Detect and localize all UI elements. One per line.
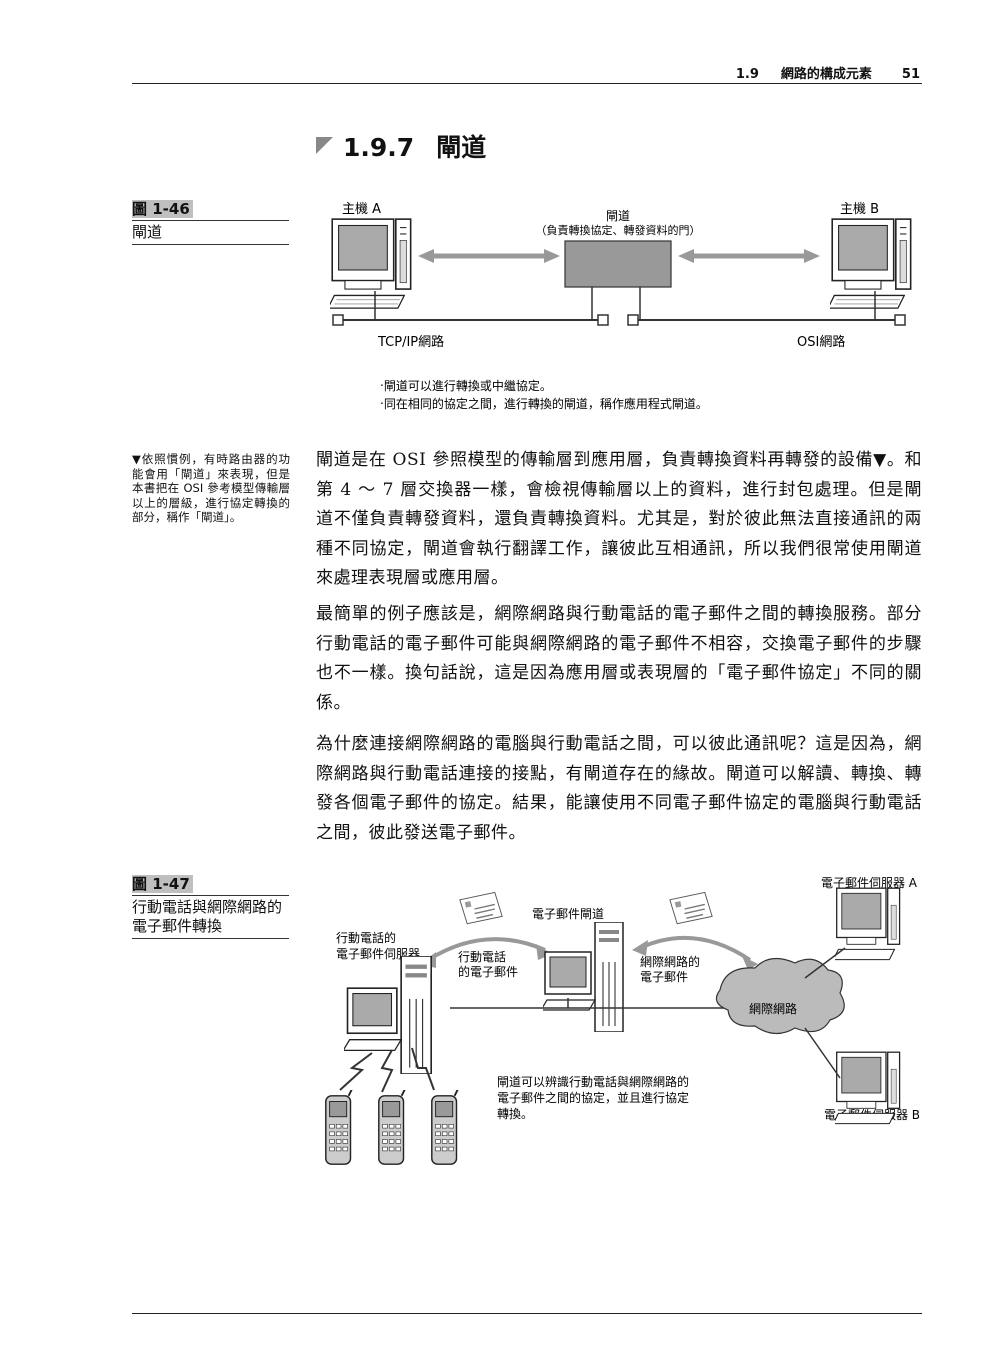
curved-arrow-head [742, 956, 758, 970]
mail-gateway-label: 電子郵件閘道 [532, 907, 604, 921]
running-head: 1.9 網路的構成元素 51 [720, 63, 920, 82]
figure-47-number: 圖 1-47 [132, 875, 193, 893]
host-a-computer-icon [330, 218, 412, 309]
figure-46-number: 圖 1-46 [132, 200, 193, 218]
tcpip-network-line [332, 287, 609, 326]
header-rule [132, 83, 922, 84]
mobile-phone-icon [377, 1090, 409, 1166]
gateway-box [564, 240, 672, 288]
header-section-number: 1.9 [735, 67, 759, 82]
caption-divider [132, 895, 289, 896]
caption-bottom-rule [132, 938, 289, 939]
server-b-computer-icon [835, 1051, 901, 1125]
envelope-icon-right [669, 891, 713, 925]
link-to-server-b [804, 1027, 841, 1079]
mobile-server-label-line-2: 電子郵件伺服器 [336, 947, 420, 961]
curved-arrow-internet [639, 935, 752, 962]
internet-label: 網際網路 [749, 1001, 797, 1016]
caption-bottom-rule [132, 244, 289, 245]
figure-46-title: 閘道 [132, 223, 163, 241]
caption-divider [132, 220, 289, 221]
figure-46-note-2: ‧同在相同的協定之間，進行轉換的閘道，稱作應用程式閘道。 [380, 396, 708, 411]
footer-rule [132, 1313, 922, 1314]
double-arrow-left [418, 249, 560, 263]
figure-47-caption: 圖 1-47 行動電話與網際網路的電子郵件轉換 [132, 875, 289, 939]
mobile-phone-icon [324, 1090, 356, 1166]
section-heading: 1.9.7 閘道 [316, 128, 486, 164]
heading-triangle-icon [316, 137, 333, 154]
radio-signal-icons [339, 1047, 435, 1093]
mobile-mail-server-icon [344, 956, 433, 1074]
figure-46-note-1: ‧閘道可以進行轉換或中繼協定。 [380, 378, 552, 393]
page-number: 51 [901, 67, 920, 82]
figure-47-note-line-3: 轉換。 [497, 1107, 533, 1121]
mobile-phone-icon [430, 1090, 462, 1166]
internet-cloud-icon [715, 957, 845, 1035]
body-paragraph-1: 閘道是在 OSI 參照模型的傳輸層到應用層，負責轉換資料再轉發的設備▼。和第 4… [316, 450, 922, 588]
header-section-title: 網路的構成元素 [780, 67, 872, 82]
curved-arrow-head [632, 940, 648, 956]
figure-47-title: 行動電話與網際網路的電子郵件轉換 [132, 898, 283, 935]
curved-arrow-mobile [426, 937, 546, 962]
host-b-computer-icon [830, 218, 912, 309]
gateway-title: 閘道 [606, 209, 630, 223]
figure-47-note-line-1: 閘道可以辨識行動電話與網際網路的 [497, 1074, 689, 1089]
gateway-description: （負責轉換協定、轉發資料的門） [536, 223, 701, 237]
osi-network-label: OSI網路 [797, 334, 845, 350]
double-arrow-right [678, 249, 820, 263]
internet-mail-label-line-2: 電子郵件 [640, 970, 688, 984]
mobile-server-label-line-1: 行動電話的 [336, 930, 396, 945]
envelope-icon-left [459, 891, 503, 925]
figure-46-caption: 圖 1-46 閘道 [132, 200, 289, 245]
figure-46-diagram: 主機 A 主機 B 閘道 （負責轉換協定、轉發資料的門） TCP/IP網路 OS… [330, 202, 912, 411]
figure-47-diagram: 電子郵件伺服器 A 電子郵件伺服器 B 電子郵件閘道 行動電話的 電子郵件伺服器… [324, 876, 920, 1166]
section-title: 閘道 [436, 133, 487, 162]
mobile-mail-label-line-1: 行動電話 [458, 949, 506, 964]
server-a-label: 電子郵件伺服器 A [821, 876, 918, 890]
mobile-mail-label-line-2: 的電子郵件 [458, 964, 518, 979]
host-b-label: 主機 B [840, 202, 879, 217]
curved-arrow-head [536, 944, 552, 960]
link-to-server-a [804, 947, 846, 979]
figure-47-note-line-2: 電子郵件之間的協定，並且進行協定 [497, 1090, 689, 1105]
body-paragraph-3: 為什麼連接網際網路的電腦與行動電話之間，可以彼此通訊呢？這是因為，網際網路與行動… [316, 734, 922, 843]
side-note: ▼依照慣例，有時路由器的功能會用「閘道」來表現，但是本書把在 OSI 參考模型傳… [132, 452, 290, 524]
internet-mail-label-line-1: 網際網路的 [640, 954, 700, 969]
mail-gateway-server-icon [543, 922, 624, 1032]
body-paragraph-2: 最簡單的例子應該是，網際網路與行動電話的電子郵件之間的轉換服務。部分行動電話的電… [316, 604, 922, 713]
osi-network-line [627, 287, 906, 326]
section-number: 1.9.7 [343, 133, 415, 162]
tcpip-network-label: TCP/IP網路 [377, 334, 444, 350]
host-a-label: 主機 A [342, 202, 381, 217]
